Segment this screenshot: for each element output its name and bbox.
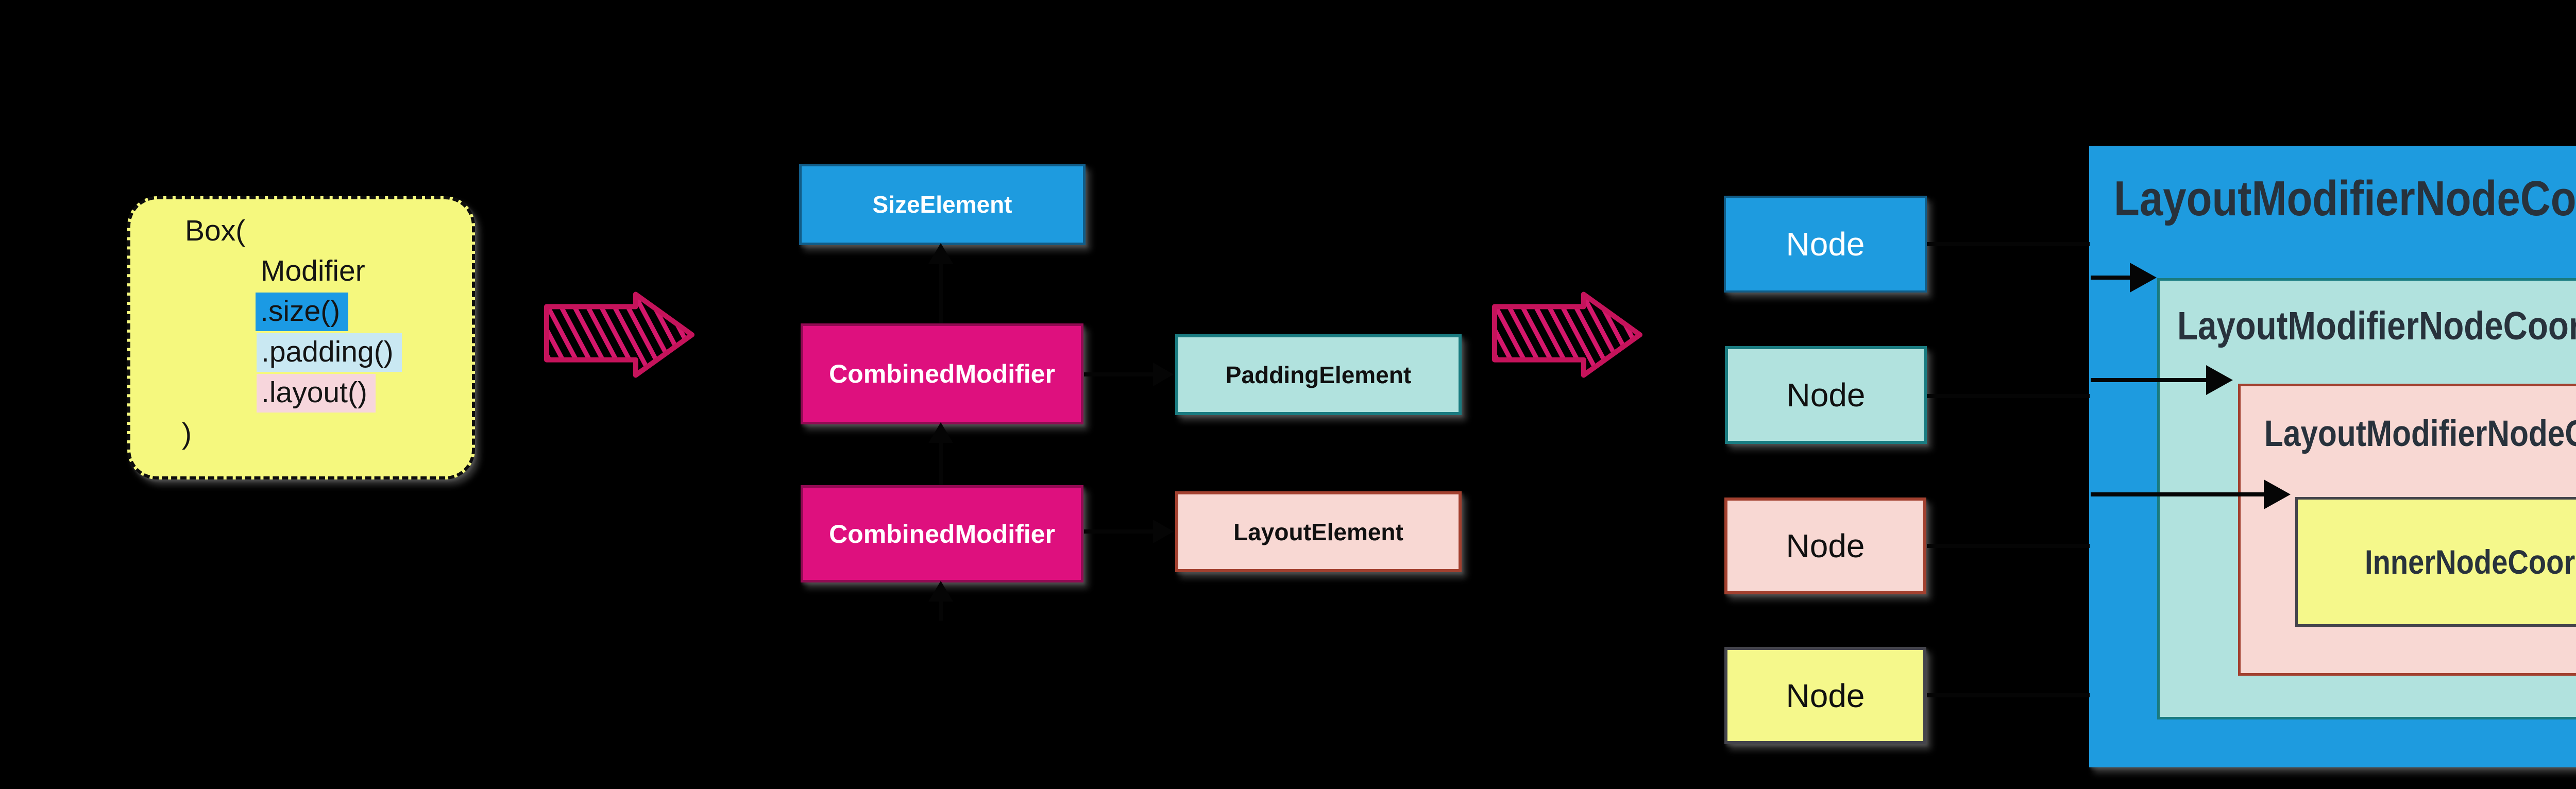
layout-element-label: LayoutElement: [1233, 518, 1403, 545]
code-line-box-close: ): [182, 417, 192, 450]
code-line-modifier: Modifier: [261, 254, 365, 287]
inner-node-coordinator-title: InnerNodeCoordinator: [2365, 543, 2576, 581]
padding-element-label: PaddingElement: [1225, 361, 1412, 388]
code-line-box-open: Box(: [185, 214, 246, 247]
size-element-label: SizeElement: [872, 191, 1012, 218]
code-line-size-highlight: .size(): [256, 293, 349, 331]
flow-arrow-icon: [544, 291, 695, 378]
arrow-combined-to-padding: [1084, 363, 1174, 386]
arrow-combined-to-size: [928, 243, 953, 323]
coordinator-inner-title: LayoutModifierNodeCoordinator: [2264, 414, 2576, 454]
inner-node-coordinator: InnerNodeCoordinator: [2295, 497, 2576, 627]
size-element-box: SizeElement: [799, 164, 1086, 245]
node-box-2: Node: [1725, 346, 1927, 444]
node-label: Node: [1786, 376, 1866, 414]
flow-arrow-icon: [1492, 291, 1643, 378]
code-line-layout-highlight: .layout(): [257, 374, 376, 413]
arrow-into-combined-bottom: [928, 581, 953, 621]
code-line-padding-highlight: .padding(): [257, 333, 402, 372]
layout-element-box: LayoutElement: [1175, 491, 1462, 572]
combined-modifier-top-box: CombinedModifier: [801, 323, 1083, 424]
node-connector-stubs: [1927, 242, 2090, 697]
modifier-code-card: Box( Modifier .size() .padding() .layout…: [127, 196, 475, 479]
layout-modifier-node-coordinator-middle: LayoutModifierNodeCoordinator LayoutModi…: [2157, 278, 2576, 719]
node-box-1: Node: [1724, 196, 1927, 293]
arrow-combined-bottom-to-top: [928, 422, 953, 485]
arrow-combined-to-layout: [1084, 520, 1174, 543]
combined-modifier-top-label: CombinedModifier: [829, 359, 1055, 388]
combined-modifier-bottom-box: CombinedModifier: [801, 485, 1083, 582]
node-label: Node: [1786, 226, 1865, 263]
node-label: Node: [1786, 677, 1865, 714]
node-box-3: Node: [1724, 498, 1926, 594]
coordinator-outer-title: LayoutModifierNodeCoordinator: [2114, 171, 2576, 226]
layout-modifier-node-coordinator-outer: LayoutModifierNodeCoordinator LayoutModi…: [2089, 146, 2576, 767]
layout-modifier-node-coordinator-inner: LayoutModifierNodeCoordinator InnerNodeC…: [2238, 384, 2576, 676]
combined-modifier-bottom-label: CombinedModifier: [829, 519, 1055, 548]
node-label: Node: [1786, 527, 1865, 564]
node-box-4: Node: [1724, 647, 1926, 744]
padding-element-box: PaddingElement: [1175, 334, 1462, 415]
coordinator-middle-title: LayoutModifierNodeCoordinator: [2177, 304, 2576, 348]
